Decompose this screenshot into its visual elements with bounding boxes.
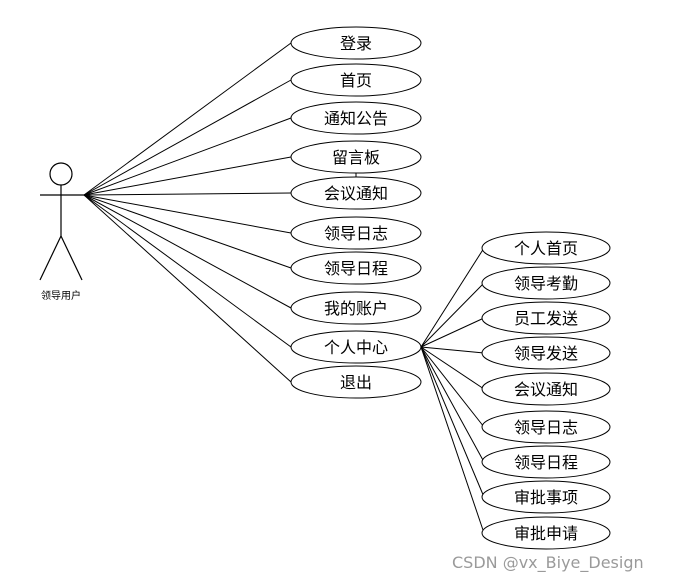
use-case-ellipse[interactable] xyxy=(290,365,422,399)
actor-label: 领导用户 xyxy=(41,289,81,302)
use-case-ellipse[interactable] xyxy=(290,26,422,60)
use-case-label: 首页 xyxy=(340,71,372,90)
use-case-ellipse[interactable] xyxy=(290,101,422,135)
sub-use-case-ellipse[interactable] xyxy=(481,480,611,514)
association-lines xyxy=(83,42,485,534)
sub-association-line xyxy=(420,346,485,498)
use-case-label: 个人中心 xyxy=(324,338,388,357)
use-case-label: 我的账户 xyxy=(324,299,388,318)
use-case[interactable]: 退出 xyxy=(290,365,422,399)
watermark: CSDN @vx_Biye_Design xyxy=(452,553,644,572)
sub-use-case[interactable]: 领导日程 xyxy=(481,445,611,479)
sub-use-case[interactable]: 领导发送 xyxy=(481,336,611,370)
sub-association-line xyxy=(420,346,485,463)
sub-use-case[interactable]: 领导考勤 xyxy=(481,266,611,300)
sub-use-case[interactable]: 个人首页 xyxy=(481,231,611,265)
sub-use-case-label: 领导考勤 xyxy=(514,274,578,293)
actor-left-leg xyxy=(39,235,62,281)
sub-use-case-ellipse[interactable] xyxy=(481,372,611,406)
sub-use-case-label: 审批申请 xyxy=(514,524,578,543)
use-case-ellipse[interactable] xyxy=(290,216,422,250)
use-case-ellipse[interactable] xyxy=(290,291,422,325)
use-case-label: 留言板 xyxy=(332,148,380,167)
sub-association-line xyxy=(420,282,485,348)
use-case-ellipse[interactable] xyxy=(290,63,422,97)
use-case-label: 会议通知 xyxy=(324,184,388,203)
actor-leader-user: 领导用户 xyxy=(39,162,84,302)
association-line xyxy=(83,42,292,196)
use-case-label: 领导日志 xyxy=(324,224,388,243)
association-line xyxy=(83,117,292,196)
use-case[interactable]: 首页 xyxy=(290,63,422,97)
use-case[interactable]: 我的账户 xyxy=(290,291,422,325)
sub-use-case-ellipse[interactable] xyxy=(481,410,611,444)
association-line xyxy=(83,194,292,383)
association-line xyxy=(83,79,292,196)
sub-use-case-label: 领导日志 xyxy=(514,418,578,437)
use-case[interactable]: 会议通知 xyxy=(290,176,422,210)
association-line xyxy=(83,194,292,269)
sub-use-case-ellipse[interactable] xyxy=(481,266,611,300)
use-case[interactable]: 领导日程 xyxy=(290,251,422,285)
sub-association-line xyxy=(420,317,485,348)
association-line xyxy=(83,194,292,234)
sub-use-case-label: 个人首页 xyxy=(514,239,578,258)
sub-use-case-label: 领导发送 xyxy=(514,344,578,363)
sub-use-case[interactable]: 审批事项 xyxy=(481,480,611,514)
sub-association-line xyxy=(420,247,485,348)
association-line xyxy=(83,192,292,196)
use-case[interactable]: 通知公告 xyxy=(290,101,422,135)
sub-association-line xyxy=(420,346,485,390)
association-line xyxy=(83,194,292,309)
sub-use-case-ellipse[interactable] xyxy=(481,336,611,370)
use-case-ellipse[interactable] xyxy=(290,251,422,285)
use-case-label: 领导日程 xyxy=(324,259,388,278)
sub-use-case[interactable]: 领导日志 xyxy=(481,410,611,444)
use-case[interactable]: 登录 xyxy=(290,26,422,60)
sub-use-case-ellipse[interactable] xyxy=(481,516,611,550)
use-case-ellipse[interactable] xyxy=(290,140,422,174)
association-line xyxy=(83,194,292,348)
association-line xyxy=(83,156,292,196)
use-case-label: 退出 xyxy=(340,373,372,392)
use-case-ellipse[interactable] xyxy=(290,330,422,364)
actor-head xyxy=(49,162,73,186)
sub-use-case[interactable]: 审批申请 xyxy=(481,516,611,550)
sub-use-case-ellipse[interactable] xyxy=(481,445,611,479)
sub-use-case[interactable]: 会议通知 xyxy=(481,372,611,406)
sub-use-case-label: 会议通知 xyxy=(514,380,578,399)
use-case[interactable]: 个人中心 xyxy=(290,330,422,364)
sub-use-case-ellipse[interactable] xyxy=(481,231,611,265)
sub-use-case[interactable]: 员工发送 xyxy=(481,301,611,335)
use-case-ellipse[interactable] xyxy=(290,176,422,210)
use-case[interactable]: 领导日志 xyxy=(290,216,422,250)
use-case-label: 通知公告 xyxy=(324,109,388,128)
sub-use-case-label: 审批事项 xyxy=(514,488,578,507)
use-case[interactable]: 留言板 xyxy=(290,140,422,174)
actor-right-leg xyxy=(60,235,83,281)
sub-association-line xyxy=(420,346,485,428)
sub-use-case-ellipse[interactable] xyxy=(481,301,611,335)
use-case-label: 登录 xyxy=(340,34,372,53)
sub-use-case-label: 员工发送 xyxy=(514,309,578,328)
sub-association-line xyxy=(420,346,485,354)
sub-association-line xyxy=(420,346,485,534)
sub-use-case-label: 领导日程 xyxy=(514,453,578,472)
